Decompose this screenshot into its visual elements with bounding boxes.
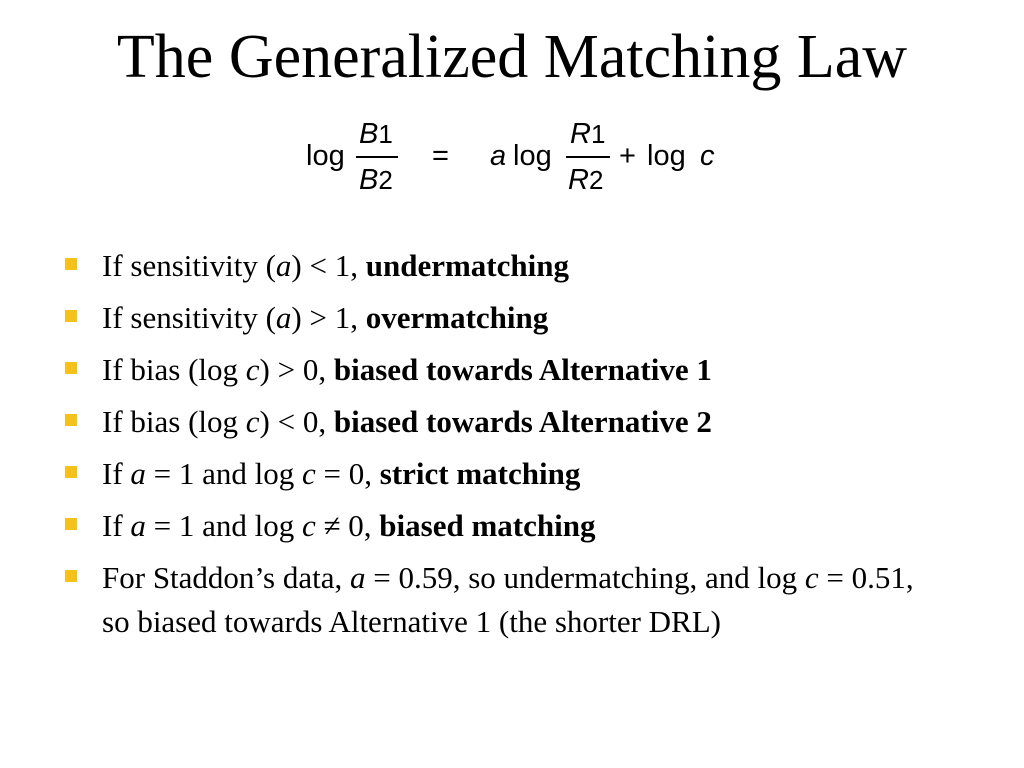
bullet-item: If a = 1 and log c = 0, strict matching <box>0 452 942 496</box>
rhs-numerator: R1 <box>570 118 605 151</box>
bullet-text-segment: a <box>130 508 146 543</box>
bullet-text-segment: If sensitivity ( <box>102 300 276 335</box>
bullet-text-segment: If bias (log <box>102 404 246 439</box>
bullet-square-icon <box>65 258 77 270</box>
bullet-item: If bias (log c) < 0, biased towards Alte… <box>0 400 942 444</box>
lhs-numerator-subscript: 1 <box>378 119 393 149</box>
sensitivity-a: a <box>490 140 507 172</box>
bullet-square-icon <box>65 466 77 478</box>
matching-law-equation: log B1 B2 = a log R1 R2 + log c <box>0 118 1024 214</box>
bullet-text-segment: undermatching <box>365 248 569 283</box>
bullet-square-icon <box>65 518 77 530</box>
bullet-text-segment: ) > 1, <box>291 300 366 335</box>
bullet-text-segment: = 0.51, so biased towards Alternative 1 … <box>102 560 922 639</box>
bullet-item: If sensitivity (a) < 1, undermatching <box>0 244 942 288</box>
bullet-item: If sensitivity (a) > 1, overmatching <box>0 296 942 340</box>
rhs-denominator-variable: R <box>568 164 589 196</box>
bullet-text-segment: ) > 0, <box>259 352 334 387</box>
lhs-denominator: B2 <box>359 164 393 197</box>
bullet-square-icon <box>65 362 77 374</box>
bullet-text-segment: c <box>302 456 316 491</box>
bullet-text-segment: a <box>275 248 292 283</box>
lhs-numerator-variable: B <box>359 118 379 150</box>
bullet-text-segment: c <box>804 560 819 595</box>
rhs-fraction-bar <box>566 156 610 158</box>
bullet-square-icon <box>65 570 77 582</box>
rhs-denominator-subscript: 2 <box>588 165 604 195</box>
bullet-text-segment: ≠ 0, <box>315 508 380 543</box>
bullet-text-segment: a <box>275 300 292 335</box>
bullet-text-segment: = 0.59, so undermatching, and log <box>365 560 805 595</box>
lhs-numerator: B1 <box>359 118 393 151</box>
bullet-square-icon <box>65 414 77 426</box>
lhs-log: log <box>306 140 345 172</box>
bullet-text-segment: c <box>245 352 260 387</box>
bullet-text-segment: c <box>302 508 316 543</box>
rhs-numerator-variable: R <box>570 118 591 150</box>
bullet-item: For Staddon’s data, a = 0.59, so underma… <box>0 556 942 644</box>
bullet-text-segment: a <box>130 456 146 491</box>
rhs-numerator-subscript: 1 <box>590 119 606 149</box>
bullet-text-segment: = 0, <box>315 456 380 491</box>
bullet-text-segment: biased towards Alternative 1 <box>333 352 712 387</box>
bullet-text-segment: ) < 1, <box>291 248 366 283</box>
equals-sign: = <box>432 140 449 172</box>
bullet-text-segment: c <box>245 404 260 439</box>
bullet-text-segment: biased matching <box>379 508 596 543</box>
slide-title: The Generalized Matching Law <box>116 23 908 91</box>
bullet-text-segment: a <box>350 560 366 595</box>
bullet-text-segment: If sensitivity ( <box>102 248 276 283</box>
bullet-text-segment: If <box>102 508 131 543</box>
bullet-square-icon <box>65 310 77 322</box>
lhs-fraction-bar <box>356 156 398 158</box>
lhs-denominator-variable: B <box>359 164 379 196</box>
lhs-denominator-subscript: 2 <box>378 165 393 195</box>
bullet-text-segment: For Staddon’s data, <box>102 560 350 595</box>
bullet-text-segment: ) < 0, <box>259 404 334 439</box>
bullet-text-segment: If <box>102 456 131 491</box>
bullet-text-segment: = 1 and log <box>145 508 303 543</box>
bullet-item: If a = 1 and log c ≠ 0, biased matching <box>0 504 942 548</box>
bullet-text-segment: biased towards Alternative 2 <box>333 404 712 439</box>
bullet-item: If bias (log c) > 0, biased towards Alte… <box>0 348 942 392</box>
bullet-text-segment: strict matching <box>379 456 581 491</box>
bullet-text-segment: If bias (log <box>102 352 246 387</box>
rhs-log-c: log <box>647 140 686 172</box>
rhs-log: log <box>513 140 552 172</box>
rhs-denominator: R2 <box>568 164 603 197</box>
bias-c: c <box>700 140 715 172</box>
plus-sign: + <box>619 140 636 172</box>
bullet-text-segment: = 1 and log <box>145 456 303 491</box>
bullet-text-segment: overmatching <box>365 300 549 335</box>
